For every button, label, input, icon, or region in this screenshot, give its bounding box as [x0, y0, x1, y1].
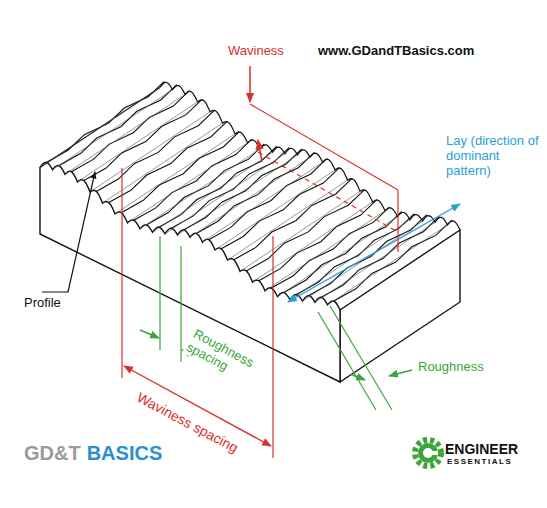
- extension-line: [159, 236, 160, 350]
- feature-label: Waviness: [228, 44, 284, 59]
- dimension-arrow: [389, 370, 412, 376]
- valley-line: [290, 220, 410, 300]
- valley-line: [190, 157, 310, 237]
- extension-line: [121, 168, 122, 378]
- ridge-line: [171, 147, 289, 228]
- ridge-line: [234, 179, 352, 260]
- ridge-line: [71, 91, 189, 172]
- valley-line: [165, 154, 285, 234]
- valley-line: [40, 88, 160, 168]
- valley-line: [178, 155, 298, 235]
- ridge-line: [221, 168, 339, 249]
- ridge-line: [184, 149, 302, 230]
- valley-line: [53, 90, 173, 170]
- valley-line: [103, 123, 223, 203]
- waviness-arrow: [249, 66, 251, 102]
- valley-line: [303, 221, 423, 301]
- valley-line: [65, 94, 185, 174]
- logo-text: GD&T: [24, 442, 81, 465]
- valley-line: [278, 217, 398, 297]
- roughness-label: Roughness: [418, 360, 484, 375]
- workpiece-block: [40, 81, 460, 382]
- lay-arrow: [288, 204, 460, 302]
- waviness-line: [250, 104, 398, 190]
- valley-line: [215, 170, 335, 250]
- valley-line: [203, 162, 323, 242]
- leader-line: [42, 172, 95, 292]
- valley-line: [240, 191, 360, 271]
- waviness-dashed: [258, 152, 398, 232]
- valley-line: [328, 225, 448, 305]
- logo-text: ENGINEER: [445, 441, 518, 457]
- extension-line: [318, 312, 376, 410]
- logo-text: ESSENTIALS: [447, 457, 512, 466]
- profile-label: Profile: [24, 296, 61, 311]
- ridge-line: [296, 214, 414, 295]
- ridge-line: [321, 216, 439, 297]
- valley-line: [115, 134, 235, 214]
- gear-icon: [415, 440, 441, 466]
- extension-line: [272, 236, 273, 458]
- valley-line: [253, 202, 373, 282]
- ridge-line: [96, 110, 214, 191]
- logo-text: BASICS: [87, 442, 163, 465]
- dimension-arrow: [140, 330, 159, 338]
- waviness-line: [397, 190, 398, 252]
- ridge-line: [84, 100, 202, 181]
- valley-line: [153, 152, 273, 232]
- edge-line: [40, 87, 160, 167]
- ridge-line: [46, 81, 164, 162]
- ridge-line: [309, 215, 427, 296]
- ridge-line: [159, 146, 277, 227]
- valley-line: [315, 222, 435, 302]
- dimension-arrow: [350, 374, 365, 380]
- extension-line: [180, 246, 181, 362]
- lay-label: Lay (direction of dominant pattern): [446, 134, 541, 179]
- website-url: www.GDandTBasics.com: [318, 44, 474, 59]
- valley-line: [78, 102, 198, 182]
- ridge-line: [109, 122, 227, 203]
- extension-line: [330, 306, 392, 410]
- waviness-height-arrow: [258, 140, 262, 162]
